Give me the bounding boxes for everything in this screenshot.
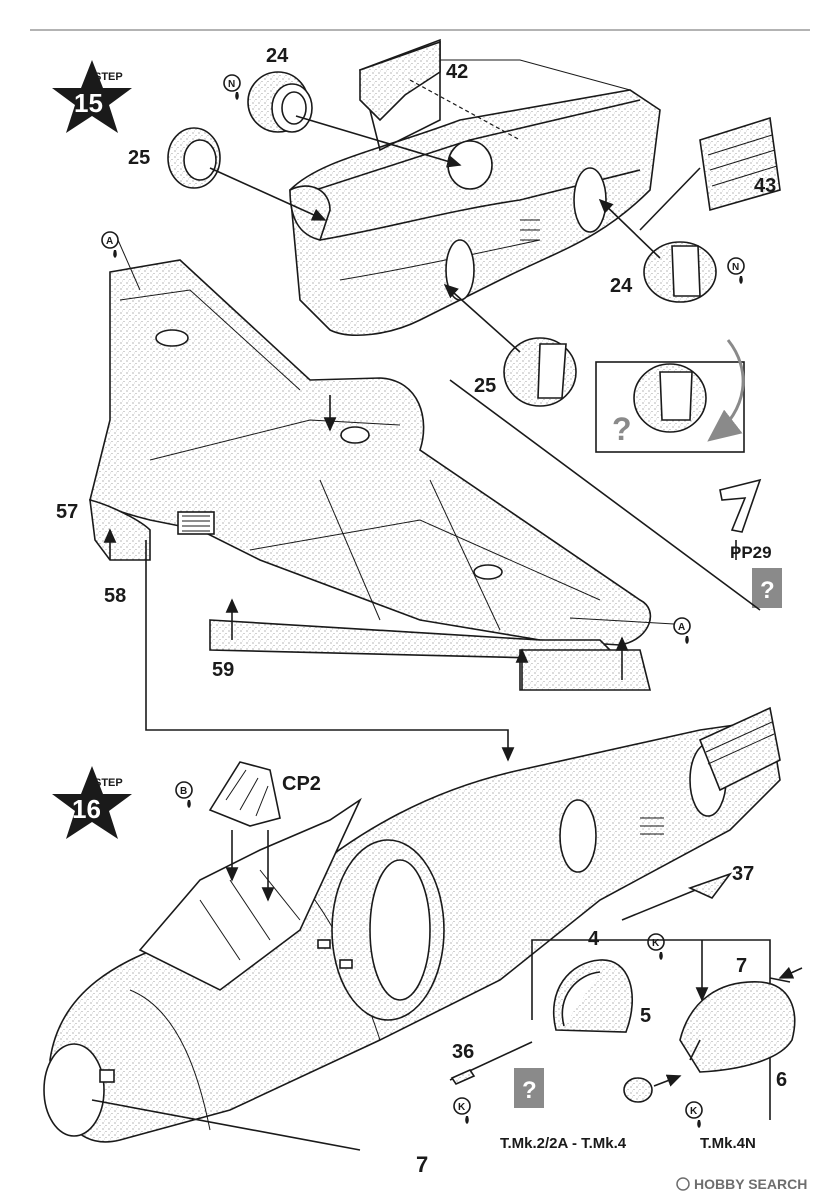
step-15-badge: STEP 15 xyxy=(52,60,132,133)
watermark-text: HOBBY SEARCH xyxy=(694,1176,807,1192)
nose-opening xyxy=(43,1043,105,1137)
wing-grille xyxy=(177,511,215,535)
part-36-probe: 36 xyxy=(449,1041,533,1086)
paint-code-label: N xyxy=(228,79,235,90)
page-number: 7 xyxy=(416,1152,428,1177)
part-25-intake-top: 25 xyxy=(128,127,327,221)
part-label-42: 42 xyxy=(446,61,468,83)
intake-opening-upper xyxy=(573,167,607,233)
step-number: 15 xyxy=(74,88,103,118)
part-label-37: 37 xyxy=(732,863,754,885)
canopy-cp2: CP2 xyxy=(208,761,321,902)
paint-drop-n-right: N xyxy=(727,257,745,284)
part-37-probe: 37 xyxy=(621,863,754,921)
nose-variant-box: 4 5 7 6 xyxy=(531,928,803,1120)
paint-drop-a-wingtip: A xyxy=(101,231,141,291)
part-label-4: 4 xyxy=(588,928,600,950)
unknown-mark: ? xyxy=(760,577,775,604)
part-label-24-right: 24 xyxy=(610,275,633,297)
paint-drop-k-probe-36: K xyxy=(453,1097,471,1124)
unknown-intake-option-box: ? xyxy=(595,339,745,453)
paint-code-label: A xyxy=(678,622,685,633)
step-16-badge: STEP 16 xyxy=(52,766,132,839)
paint-drop-k-probe: K xyxy=(647,933,665,960)
front-fuselage-drawing xyxy=(43,706,781,1143)
part-label-25-mid: 25 xyxy=(474,375,496,397)
paint-drop-n-top: N xyxy=(223,74,241,100)
paint-code-label: K xyxy=(458,1102,466,1113)
part-label-24-top: 24 xyxy=(266,45,289,67)
part-24-intake-right: 24 xyxy=(598,198,717,303)
step-connector-line xyxy=(145,540,515,762)
part-43-strake: 43 xyxy=(639,116,781,231)
part-label-59: 59 xyxy=(212,659,234,681)
part-label-57: 57 xyxy=(56,501,78,523)
variant-caption-right: T.Mk.4N xyxy=(700,1135,756,1152)
part-label-cp2: CP2 xyxy=(282,773,321,795)
intake-opening-lower xyxy=(445,239,475,301)
unknown-mark: ? xyxy=(612,411,632,447)
variant-caption-left: T.Mk.2/2A - T.Mk.4 xyxy=(500,1135,627,1152)
part-label-36: 36 xyxy=(452,1041,474,1063)
unknown-mark: ? xyxy=(522,1077,537,1104)
paint-code-label: A xyxy=(106,236,113,247)
paint-drop-b-canopy: B xyxy=(175,781,193,808)
watermark: HOBBY SEARCH xyxy=(676,1176,807,1192)
step-star-icon xyxy=(52,60,132,133)
part-label-5: 5 xyxy=(640,1005,651,1027)
wing-assembly-drawing: 57 58 59 xyxy=(56,259,652,691)
part-25-intake-mid: 25 xyxy=(443,283,577,407)
pp29-photo-etch-part: PP29 ? xyxy=(449,379,782,611)
step-star-icon xyxy=(52,766,132,839)
part-label-43: 43 xyxy=(754,175,776,197)
step-number: 16 xyxy=(72,794,101,824)
step-word: STEP xyxy=(94,777,123,789)
watermark-logo-icon xyxy=(676,1177,690,1191)
paint-drop-k-nose: K xyxy=(685,1101,703,1128)
part-label-58: 58 xyxy=(104,585,126,607)
step-word: STEP xyxy=(94,71,123,83)
paint-drop-a-flap: A xyxy=(569,617,691,644)
paint-code-label: K xyxy=(690,1106,698,1117)
part-label-6: 6 xyxy=(776,1069,787,1091)
part-42-strake: 42 xyxy=(359,40,521,141)
unknown-variant-box: ? xyxy=(514,1068,544,1108)
part-label-25-top: 25 xyxy=(128,147,150,169)
unknown-box xyxy=(752,568,782,608)
part-label-7: 7 xyxy=(736,955,747,977)
part-24-intake-top: 24 xyxy=(247,45,462,168)
part-label-pp29: PP29 xyxy=(730,543,772,562)
paint-code-label: K xyxy=(652,938,660,949)
upper-fuselage-drawing xyxy=(289,38,661,336)
paint-code-label: B xyxy=(180,786,187,797)
paint-code-label: N xyxy=(732,262,739,273)
